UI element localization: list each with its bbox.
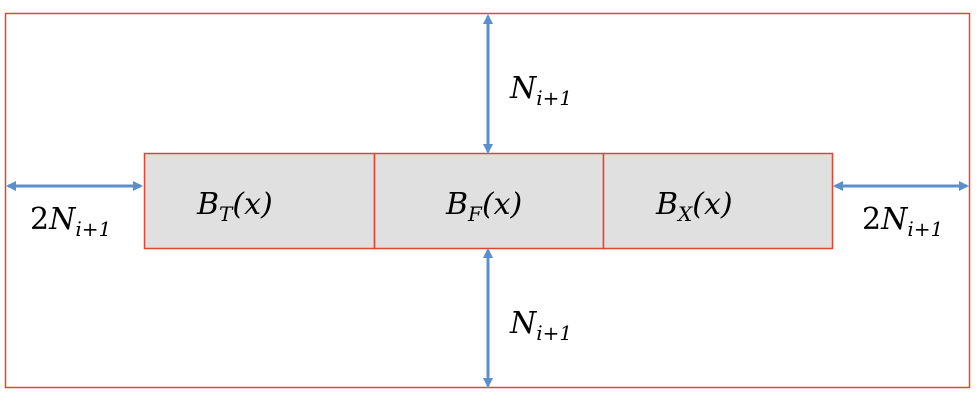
box-b-f [373,152,605,250]
box-b-x [602,152,834,250]
bottom-distance-label: Ni+1 [509,306,572,345]
right-distance-label: 2Ni+1 [862,202,943,241]
box-b-f-label: BF(x) [445,187,522,226]
top-distance-label: Ni+1 [509,71,572,110]
box-b-t [143,152,376,250]
box-b-t-label: BT(x) [196,187,273,226]
box-row [143,152,834,250]
box-b-x-label: BX(x) [655,187,733,226]
left-distance-label: 2Ni+1 [30,202,111,241]
